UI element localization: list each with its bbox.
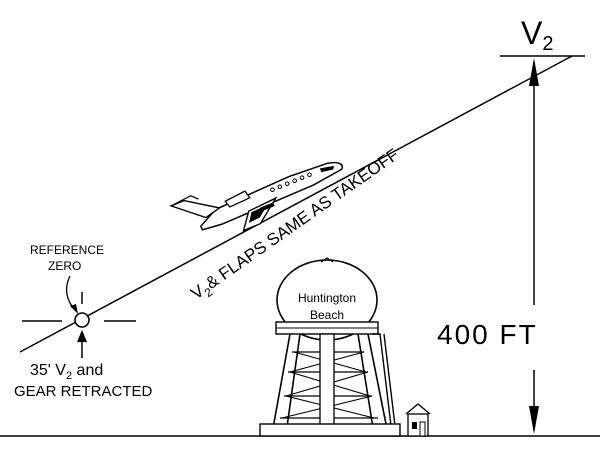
- tower-name-line2: Beach: [310, 308, 344, 322]
- altitude-dimension-arrow: [529, 58, 539, 434]
- tower-name-line1: Huntington: [298, 291, 356, 305]
- flight-path-line: [19, 55, 573, 353]
- airplane-icon: [169, 161, 344, 232]
- altitude-label: 400 FT: [437, 319, 538, 350]
- v2-label: V2: [521, 15, 553, 55]
- reference-zero-line1: REFERENCE: [30, 243, 104, 257]
- condition-pointer-arrow: [77, 330, 87, 358]
- reference-zero-line2: ZERO: [48, 259, 81, 273]
- house-icon: [405, 403, 431, 437]
- water-tower-icon: [259, 257, 401, 437]
- condition-line2: GEAR RETRACTED: [14, 383, 153, 400]
- reference-crosshair-icon: [22, 292, 136, 328]
- condition-line1: 35' V2 and: [30, 362, 103, 382]
